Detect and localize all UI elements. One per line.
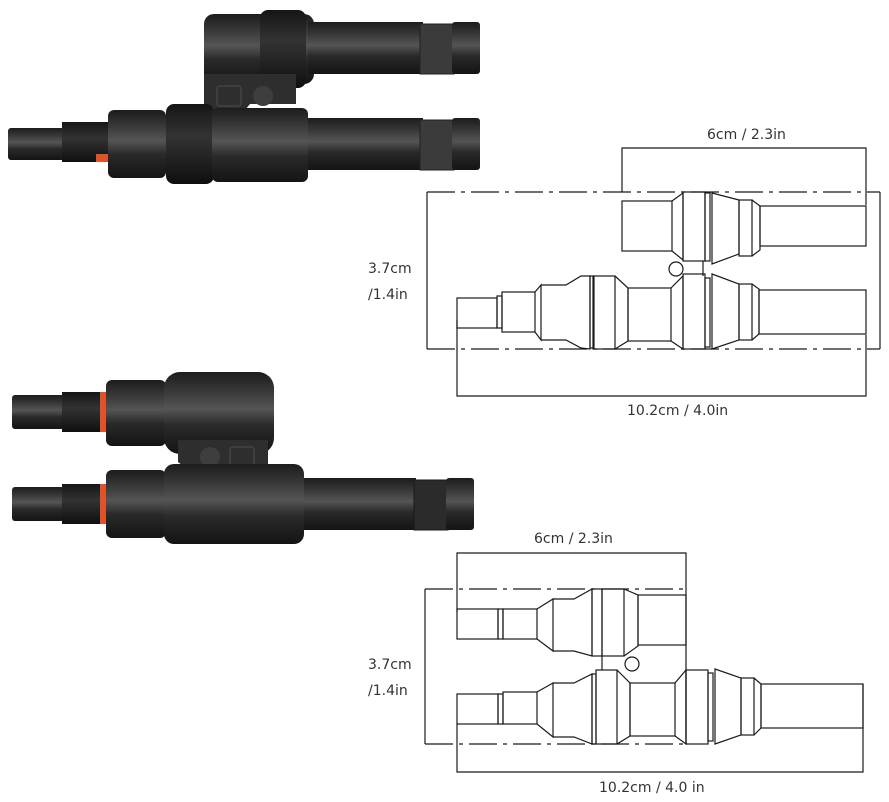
length-dimension-label: 10.2cm / 4.0in	[627, 403, 729, 419]
upper-branch-body	[204, 10, 480, 88]
width-bracket	[621, 147, 867, 205]
lower-input-body	[12, 464, 474, 544]
length-bracket	[456, 320, 867, 397]
height-envelope	[427, 191, 880, 350]
height-dimension-label-imperial: /1.4in	[368, 683, 408, 699]
height-dimension-label: 3.7cm	[368, 261, 412, 277]
width-dimension-label: 6cm / 2.3in	[534, 531, 613, 547]
length-dimension-label: 10.2cm / 4.0 in	[599, 780, 705, 796]
lower-branch-body	[8, 104, 480, 184]
mounting-tab	[204, 74, 296, 116]
upper-input-body	[12, 372, 274, 454]
height-envelope	[425, 588, 686, 745]
height-dimension-label: 3.7cm	[368, 657, 412, 673]
width-bracket	[456, 552, 687, 744]
height-dimension-label-imperial: /1.4in	[368, 287, 408, 303]
width-dimension-label: 6cm / 2.3in	[707, 127, 786, 143]
